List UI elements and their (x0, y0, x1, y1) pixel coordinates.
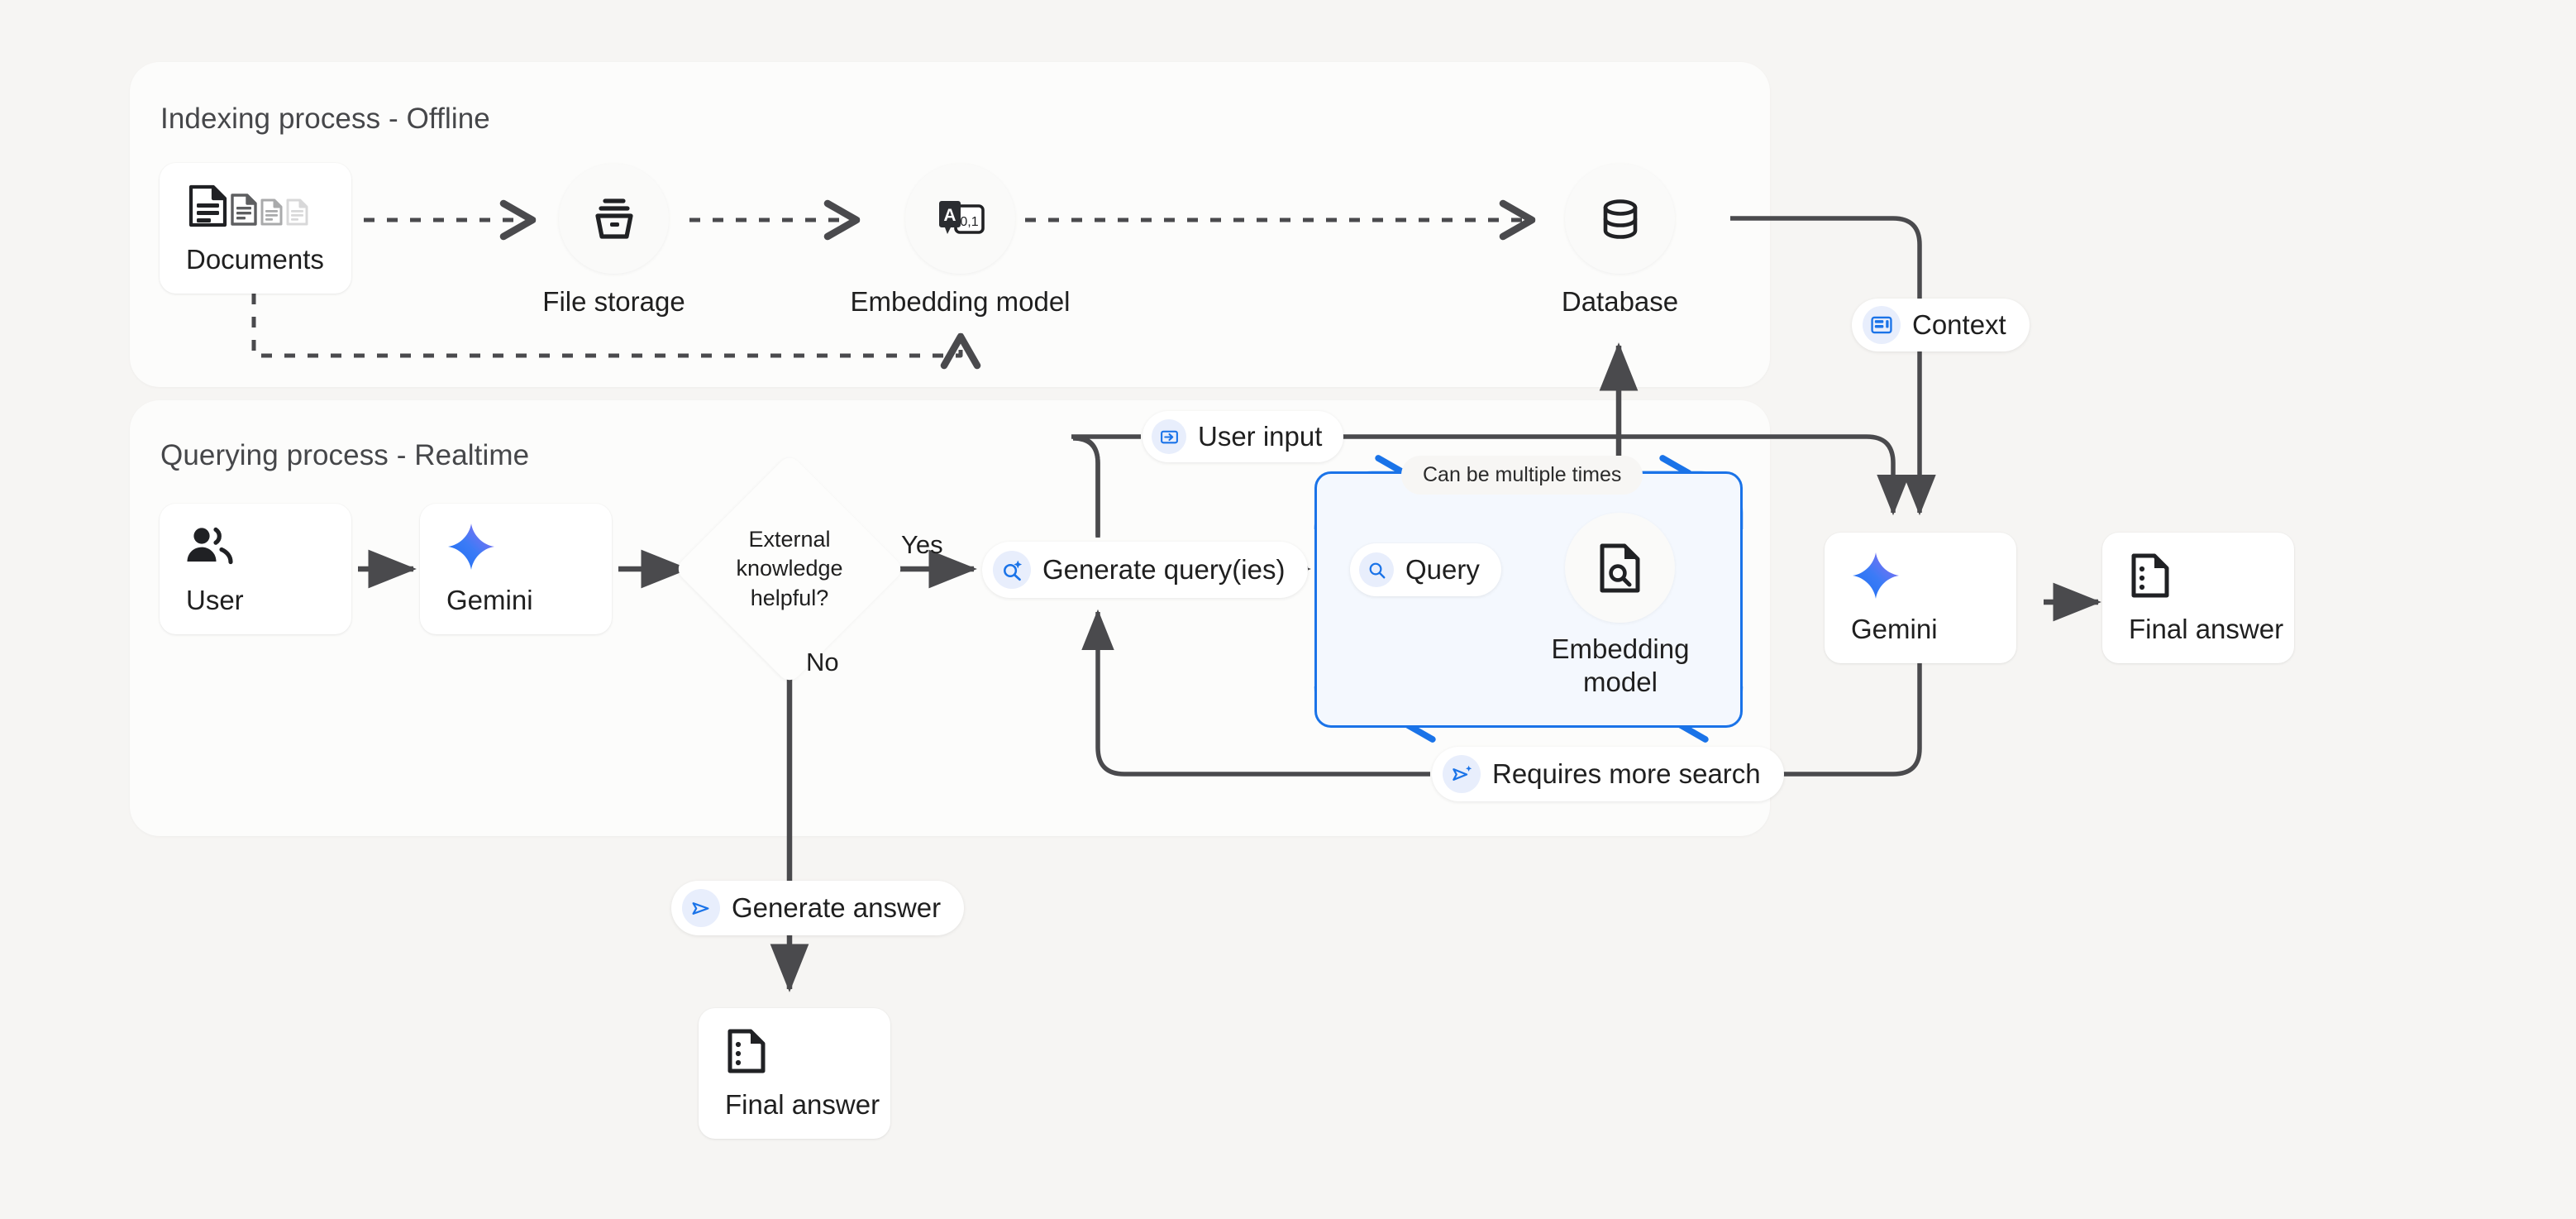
search-icon (1359, 552, 1394, 587)
final-answer-bottom-node-label: Final answer (725, 1089, 880, 1120)
yes-edge-label: Yes (901, 530, 943, 559)
gemini-second-node-label: Gemini (1851, 614, 1938, 644)
database-caption: Database (1561, 286, 1679, 317)
indexing-panel-title: Indexing process - Offline (160, 103, 490, 135)
document-search-icon (1600, 543, 1639, 592)
text-to-vector-icon: 0,1 A (938, 200, 985, 234)
database-icon (1603, 198, 1637, 239)
documents-icon (186, 181, 351, 231)
gemini-sparkle-icon (446, 522, 612, 571)
answer-doc-icon (2129, 551, 2294, 600)
loop-embedding-model-node[interactable] (1565, 513, 1675, 623)
svg-text:A: A (943, 206, 956, 225)
send-sparkle-icon (1443, 755, 1481, 793)
context-pill[interactable]: Context (1852, 299, 2030, 351)
generate-queries-pill-label: Generate query(ies) (1042, 554, 1286, 585)
documents-node-label: Documents (186, 244, 324, 275)
embedding-model-node[interactable]: 0,1 A (905, 164, 1015, 274)
final-answer-right-node-label: Final answer (2129, 614, 2284, 644)
generate-answer-pill[interactable]: Generate answer (671, 881, 965, 935)
people-icon (186, 522, 351, 571)
send-icon (682, 889, 720, 927)
query-pill[interactable]: Query (1350, 543, 1501, 596)
decision-line-1: External (748, 526, 831, 552)
file-storage-caption: File storage (542, 286, 685, 317)
search-sparkle-icon (993, 551, 1031, 589)
decision-line-2: knowledge (736, 556, 843, 581)
gemini-second-node[interactable]: Gemini (1825, 533, 2016, 663)
decision-diamond-text: External knowledge helpful? (708, 487, 871, 651)
loop-embedding-line-1: Embedding (1551, 633, 1690, 664)
final-answer-right-node[interactable]: Final answer (2102, 533, 2294, 663)
query-pill-label: Query (1405, 554, 1480, 585)
answer-doc-icon (725, 1026, 890, 1076)
user-node[interactable]: User (160, 504, 351, 634)
gemini-first-node[interactable]: Gemini (420, 504, 612, 634)
gemini-first-node-label: Gemini (446, 585, 533, 615)
embedding-model-caption: Embedding model (850, 286, 1071, 317)
gemini-sparkle-icon (1851, 551, 2016, 600)
loop-embedding-line-2: model (1583, 667, 1658, 698)
query-loop-box (1314, 471, 1743, 728)
loop-embedding-model-caption: Embedding model (1513, 633, 1728, 700)
user-input-pill[interactable]: User input (1143, 411, 1344, 462)
user-node-label: User (186, 585, 244, 615)
input-arrow-icon (1152, 419, 1186, 454)
generate-queries-pill[interactable]: Generate query(ies) (982, 542, 1309, 598)
documents-node[interactable]: Documents (160, 163, 351, 294)
loop-note-label: Can be multiple times (1401, 456, 1643, 495)
final-answer-bottom-node[interactable]: Final answer (699, 1008, 890, 1139)
decision-line-3: helpful? (750, 585, 829, 610)
requires-more-search-pill-label: Requires more search (1492, 758, 1761, 789)
file-storage-node[interactable] (559, 164, 669, 274)
generate-answer-pill-label: Generate answer (732, 892, 942, 923)
context-panel-icon (1863, 306, 1901, 344)
database-node[interactable] (1565, 164, 1675, 274)
no-edge-label: No (806, 648, 839, 676)
file-storage-icon (594, 198, 633, 239)
decision-diamond[interactable]: External knowledge helpful? (673, 452, 906, 686)
requires-more-search-pill[interactable]: Requires more search (1432, 747, 1784, 801)
context-pill-label: Context (1912, 309, 2006, 340)
user-input-pill-label: User input (1198, 421, 1323, 452)
svg-text:0,1: 0,1 (960, 215, 978, 229)
querying-panel-title: Querying process - Realtime (160, 439, 530, 471)
